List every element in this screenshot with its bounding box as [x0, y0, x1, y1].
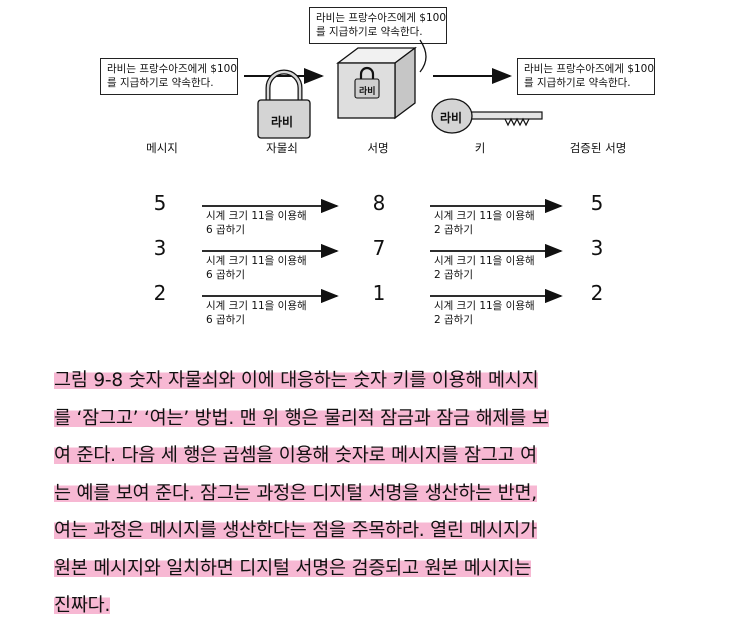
caption-line-2: 를 ‘잠그고’ ‘여는’ 방법. 맨 위 행은 물리적 잠금과 잠금 해제를 보: [54, 400, 694, 438]
row3-key-op-line2: 2 곱하기: [434, 314, 473, 326]
caption-text-4: 는 예를 보여 준다. 잠그는 과정은 디지털 서명을 생산하는 반면,: [54, 482, 537, 504]
caption-line-7: 진짜다.: [54, 587, 694, 625]
message-note-line2: 를 지급하기로 약속한다.: [107, 77, 214, 89]
caption-text-2: 를 ‘잠그고’ ‘여는’ 방법. 맨 위 행은 물리적 잠금과 잠금 해제를 보: [54, 407, 549, 429]
message-note-line1: 라비는 프랑수아즈에게 $100: [107, 63, 237, 75]
row3-key-op-line1: 시계 크기 11을 이용해: [434, 300, 535, 312]
row1-verified: 5: [590, 191, 604, 215]
top-row-graphics: [244, 39, 543, 139]
signature-note-line1: 라비는 프랑수아즈에게 $100: [316, 12, 446, 24]
row3-verified: 2: [590, 281, 604, 305]
caption-text-6: 원본 메시지와 일치하면 디지털 서명은 검증되고 원본 메시지는: [54, 557, 532, 579]
padlock-icon: [257, 69, 311, 139]
signature-note-line2: 를 지급하기로 약속한다.: [316, 26, 423, 38]
row1-signature: 8: [372, 191, 386, 215]
caption-line-4: 는 예를 보여 준다. 잠그는 과정은 디지털 서명을 생산하는 반면,: [54, 475, 694, 513]
caption-line-3: 여 준다. 다음 세 행은 곱셈을 이용해 숫자로 메시지를 잠그고 여: [54, 437, 694, 475]
verified-note-line2: 를 지급하기로 약속한다.: [524, 77, 631, 89]
signed-box-icon: [336, 46, 417, 120]
row1-lock-op-line2: 6 곱하기: [206, 224, 245, 236]
row2-lock-op-line2: 6 곱하기: [206, 269, 245, 281]
row2-signature: 7: [372, 236, 386, 260]
row1-lock-op: 시계 크기 11을 이용해 6 곱하기: [206, 209, 307, 237]
col-label-message: 메시지: [146, 141, 178, 155]
caption-line-1: 그림 9-8 숫자 자물쇠와 이에 대응하는 숫자 키를 이용해 메시지: [54, 362, 694, 400]
note-connector: [419, 39, 427, 73]
key-label: 라비: [440, 111, 463, 125]
figure-caption: 그림 9-8 숫자 자물쇠와 이에 대응하는 숫자 키를 이용해 메시지 를 ‘…: [54, 362, 694, 625]
col-label-verified: 검증된 서명: [569, 141, 627, 155]
row2-message: 3: [153, 236, 167, 260]
verified-note-line1: 라비는 프랑수아즈에게 $100: [524, 63, 654, 75]
signature-diagram: 라비는 프랑수아즈에게 $100 를 지급하기로 약속한다. 라비는 프랑수아즈…: [100, 7, 655, 327]
col-label-signature: 서명: [367, 141, 389, 155]
row3-signature: 1: [372, 281, 386, 305]
row2-lock-op-line1: 시계 크기 11을 이용해: [206, 255, 307, 267]
row1-key-op: 시계 크기 11을 이용해 2 곱하기: [434, 209, 535, 237]
caption-text-1: 그림 9-8 숫자 자물쇠와 이에 대응하는 숫자 키를 이용해 메시지: [54, 370, 539, 391]
signature-note-box: 라비는 프랑수아즈에게 $100 를 지급하기로 약속한다.: [309, 7, 447, 44]
row2-key-op-line2: 2 곱하기: [434, 269, 473, 281]
col-label-key: 키: [474, 141, 486, 155]
row2-verified: 3: [590, 236, 604, 260]
caption-text-5: 여는 과정은 메시지를 생산한다는 점을 주목하라. 열린 메시지가: [54, 520, 537, 541]
row1-message: 5: [153, 191, 167, 215]
row3-lock-op-line1: 시계 크기 11을 이용해: [206, 300, 307, 312]
row1-key-op-line2: 2 곱하기: [434, 224, 473, 236]
caption-text-7: 진짜다.: [54, 595, 111, 616]
key-icon: [431, 98, 543, 134]
box-lock-label: 라비: [359, 87, 376, 97]
numeric-arrows: [202, 198, 563, 304]
caption-text-3: 여 준다. 다음 세 행은 곱셈을 이용해 숫자로 메시지를 잠그고 여: [54, 445, 537, 466]
row3-key-op: 시계 크기 11을 이용해 2 곱하기: [434, 299, 535, 327]
row1-key-op-line1: 시계 크기 11을 이용해: [434, 210, 535, 222]
row2-key-op-line1: 시계 크기 11을 이용해: [434, 255, 535, 267]
caption-line-6: 원본 메시지와 일치하면 디지털 서명은 검증되고 원본 메시지는: [54, 550, 694, 588]
row2-lock-op: 시계 크기 11을 이용해 6 곱하기: [206, 254, 307, 282]
message-note-box: 라비는 프랑수아즈에게 $100 를 지급하기로 약속한다.: [100, 58, 238, 95]
caption-line-5: 여는 과정은 메시지를 생산한다는 점을 주목하라. 열린 메시지가: [54, 512, 694, 550]
row1-lock-op-line1: 시계 크기 11을 이용해: [206, 210, 307, 222]
col-label-lock: 자물쇠: [266, 141, 298, 155]
row3-lock-op: 시계 크기 11을 이용해 6 곱하기: [206, 299, 307, 327]
padlock-label: 라비: [271, 115, 294, 129]
row3-lock-op-line2: 6 곱하기: [206, 314, 245, 326]
row2-key-op: 시계 크기 11을 이용해 2 곱하기: [434, 254, 535, 282]
verified-note-box: 라비는 프랑수아즈에게 $100 를 지급하기로 약속한다.: [517, 58, 655, 95]
row3-message: 2: [153, 281, 167, 305]
